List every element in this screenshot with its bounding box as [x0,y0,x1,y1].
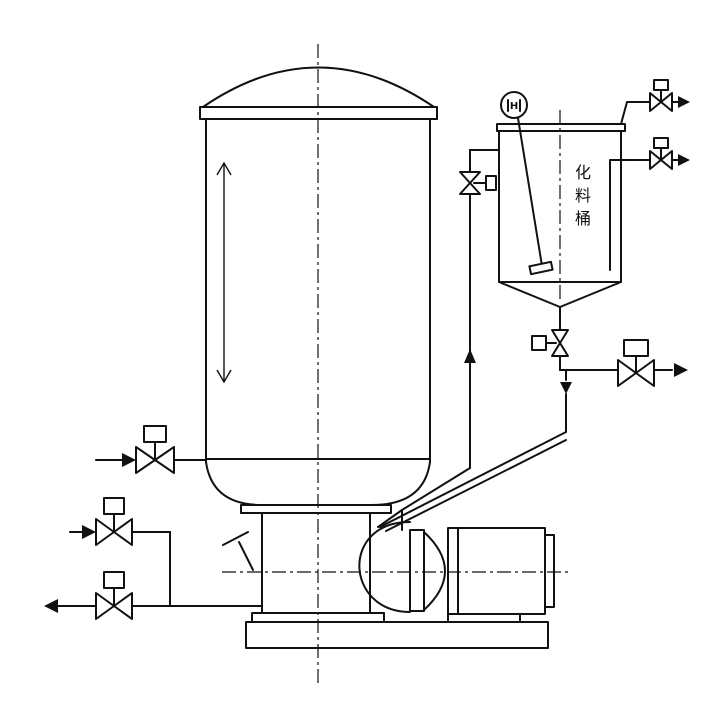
mixing-tank-dip-pipe [609,159,631,271]
mixing-tank-lid [496,123,626,132]
feed-pipe [379,393,567,528]
tank-label-char-1: 化 [575,163,591,182]
pedestal-column [261,512,371,623]
agitator-motor-symbol: H [500,91,528,119]
agitator-motor-label: H [510,101,518,112]
pedestal-top-flange [240,504,392,514]
main-vessel-dome [202,66,435,108]
pump-piping [377,149,567,532]
valve-top-right-1 [639,79,690,112]
mixing-tank-outlet-valve [531,306,572,394]
motor-end-cap [544,534,555,608]
valve-top-right-2 [629,137,690,170]
level-range-arrow [216,161,232,384]
outlet-valve-lower-left [44,571,263,620]
tank-label-char-2: 料 [575,186,591,205]
agitator-shaft [517,117,543,267]
return-valve [459,171,497,195]
pump-flange [409,529,425,612]
mixing-tank: 化 料 桶 H [496,91,641,308]
center-lines [222,44,572,684]
mixing-tank-label: 化 料 桶 [575,163,591,228]
motor-body [447,527,546,615]
side-nozzle [222,531,254,571]
agitator-impeller [528,260,554,276]
pump-motor-assembly [358,521,555,623]
inlet-valve-upper-left [95,425,207,474]
tank-label-char-3: 桶 [575,209,591,228]
drain-valve-right [559,339,688,387]
return-flow-arrow [464,349,476,363]
inlet-valve-middle-left [69,497,171,607]
pump-casing [358,521,411,613]
pump-bell-housing [423,531,446,611]
base-plate [245,621,549,649]
